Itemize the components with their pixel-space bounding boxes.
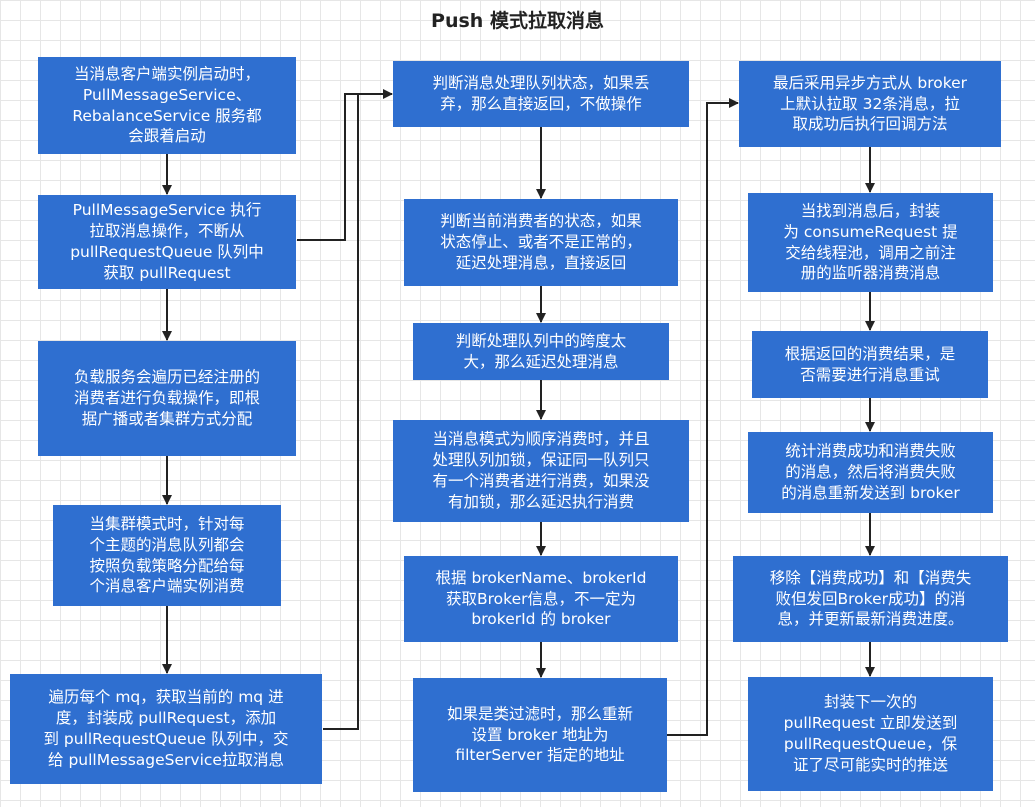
step-submit-consume-request: 当找到消息后，封装 为 consumeRequest 提 交给线程池，调用之前注…	[748, 193, 993, 292]
step-count-results: 统计消费成功和消费失败 的消息，然后将消费失败 的消息重新发送到 broker	[748, 432, 993, 513]
connector-queue-to-judge	[323, 94, 359, 730]
step-client-startup: 当消息客户端实例启动时， PullMessageService、 Rebalan…	[38, 57, 296, 154]
step-check-queue-state: 判断消息处理队列状态，如果丢 弃，那么直接返回，不做操作	[393, 61, 689, 127]
step-load-balance: 负载服务会遍历已经注册的 消费者进行负载操作，即根 据广播或者集群方式分配	[38, 341, 296, 456]
step-check-retry: 根据返回的消费结果，是 否需要进行消息重试	[752, 331, 988, 398]
step-get-broker-info: 根据 brokerName、brokerId 获取Broker信息，不一定为 b…	[404, 556, 678, 642]
step-pull-message-service: PullMessageService 执行 拉取消息操作，不断从 pullReq…	[38, 195, 296, 289]
step-iterate-mq: 遍历每个 mq，获取当前的 mq 进 度，封装成 pullRequest，添加 …	[10, 674, 322, 784]
step-orderly-consume: 当消息模式为顺序消费时，并且 处理队列加锁，保证同一队列只 有一个消费者进行消费…	[393, 420, 689, 522]
diagram-title: Push 模式拉取消息	[431, 10, 604, 32]
step-async-pull: 最后采用异步方式从 broker 上默认拉取 32条消息，拉 取成功后执行回调方…	[739, 61, 1001, 147]
step-next-pull-request: 封装下一次的 pullRequest 立即发送到 pullRequestQueu…	[748, 677, 993, 791]
step-cluster-mode: 当集群模式时，针对每 个主题的消息队列都会 按照负载策略分配给每 个消息客户端实…	[53, 505, 281, 606]
step-check-span: 判断处理队列中的跨度太 大，那么延迟处理消息	[413, 323, 669, 380]
connector-pull-to-judge	[297, 89, 393, 241]
connector-filter-to-async	[667, 98, 739, 736]
step-check-consumer-state: 判断当前消费者的状态，如果 状态停止、或者不是正常的， 延迟处理消息，直接返回	[404, 199, 678, 286]
step-remove-and-update: 移除【消费成功】和【消费失 败但发回Broker成功】的消 息，并更新最新消费进…	[733, 556, 1008, 642]
step-class-filter: 如果是类过滤时，那么重新 设置 broker 地址为 filterServer …	[413, 678, 667, 792]
